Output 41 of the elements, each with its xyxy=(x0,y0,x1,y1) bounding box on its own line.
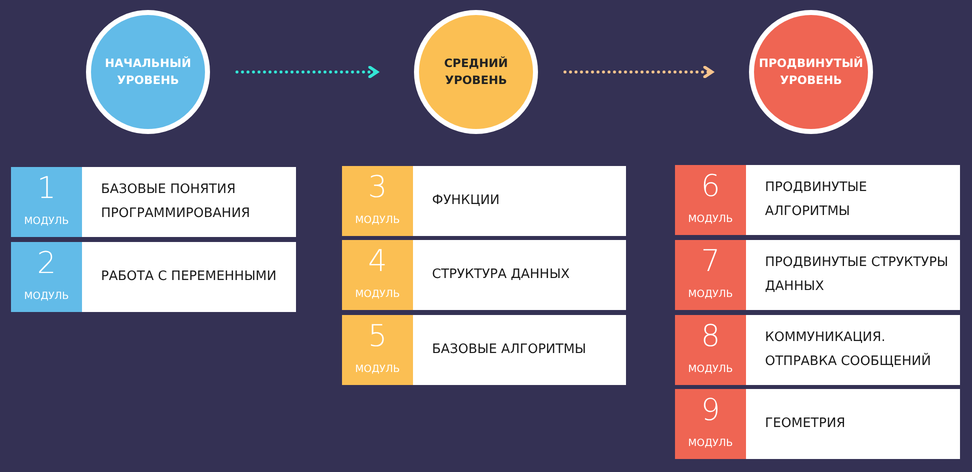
module-title: БАЗОВЫЕ ПОНЯТИЯ ПРОГРАММИРОВАНИЯ xyxy=(101,181,252,223)
module-number: 7 xyxy=(700,244,722,280)
module-title: ФУНКЦИИ xyxy=(432,192,501,210)
module-card xyxy=(342,240,626,310)
module-title: РАБОТА С ПЕРЕМЕННЫМИ xyxy=(101,268,278,286)
module-card xyxy=(675,165,960,235)
module-caption: МОДУЛЬ xyxy=(354,363,401,377)
module-caption: МОДУЛЬ xyxy=(687,213,734,227)
module-number: 1 xyxy=(36,171,58,207)
module-caption: МОДУЛЬ xyxy=(687,363,734,377)
dotted-arrow xyxy=(564,66,714,78)
level-circle: ПРОДВИНУТЫЙ УРОВЕНЬ xyxy=(749,10,873,134)
module-card xyxy=(675,389,960,459)
module-number: 9 xyxy=(700,393,722,429)
module-card xyxy=(11,242,296,312)
module-caption: МОДУЛЬ xyxy=(354,214,401,228)
module-card xyxy=(675,240,960,310)
module-caption: МОДУЛЬ xyxy=(687,288,734,302)
dotted-arrow xyxy=(236,66,378,78)
module-title: ГЕОМЕТРИЯ xyxy=(765,415,846,433)
module-title: БАЗОВЫЕ АЛГОРИТМЫ xyxy=(432,341,588,359)
module-number: 4 xyxy=(366,244,388,280)
module-caption: МОДУЛЬ xyxy=(354,288,401,302)
level-circle: НАЧАЛЬНЫЙ УРОВЕНЬ xyxy=(86,10,210,134)
module-title: ПРОДВИНУТЫЕ АЛГОРИТМЫ xyxy=(765,179,868,221)
module-number: 3 xyxy=(366,170,388,206)
module-card xyxy=(342,315,626,385)
module-number: 2 xyxy=(36,246,58,282)
module-number: 5 xyxy=(366,319,388,355)
module-card xyxy=(675,315,960,385)
module-caption: МОДУЛЬ xyxy=(687,437,734,451)
module-card xyxy=(342,166,626,236)
module-title: КОММУНИКАЦИЯ. ОТПРАВКА СООБЩЕНИЙ xyxy=(765,329,932,371)
module-number: 6 xyxy=(700,169,722,205)
module-caption: МОДУЛЬ xyxy=(23,290,70,304)
module-title: СТРУКТУРА ДАННЫХ xyxy=(432,266,571,284)
level-circle: СРЕДНИЙ УРОВЕНЬ xyxy=(414,10,538,134)
module-title: ПРОДВИНУТЫЕ СТРУКТУРЫ ДАННЫХ xyxy=(765,254,950,296)
module-card xyxy=(11,167,296,237)
module-number: 8 xyxy=(700,319,722,355)
module-caption: МОДУЛЬ xyxy=(23,215,70,229)
